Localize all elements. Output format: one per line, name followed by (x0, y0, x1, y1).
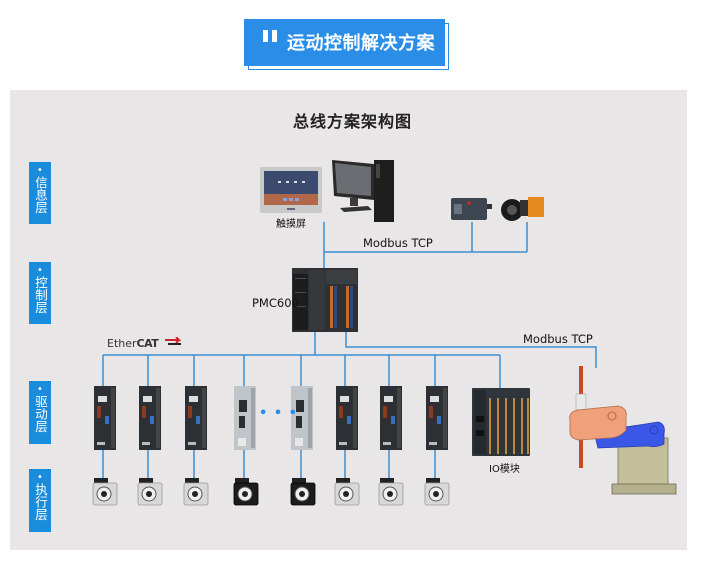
servo-motor-silver (136, 478, 164, 510)
layer-label-info: • 信息层 (29, 162, 51, 224)
io-module (472, 388, 530, 456)
ethercat-logo: EtherCAT (107, 336, 183, 350)
servo-drive-dark (426, 386, 448, 454)
touchscreen-hmi (260, 167, 322, 213)
header-badge: 运动控制解决方案 (244, 19, 445, 66)
scara-robot (569, 366, 677, 495)
upper-bus-label: Modbus TCP (363, 236, 433, 250)
servo-drive-dark (336, 386, 358, 454)
drive-drop-lines (102, 355, 501, 388)
page-title: 运动控制解决方案 (287, 33, 435, 54)
industrial-camera (501, 197, 544, 221)
servo-motor-black (289, 478, 317, 510)
robot-bus-label: Modbus TCP (523, 332, 593, 346)
motor-lines (102, 449, 436, 480)
servo-motor-silver (377, 478, 405, 510)
touchscreen-label: 触摸屏 (276, 219, 306, 230)
quote-mark-icon (263, 30, 277, 42)
drives-ellipsis: • • • (259, 406, 298, 421)
upper-bus-line (323, 222, 528, 268)
pmc600-controller (292, 268, 358, 332)
servo-motor-silver (423, 478, 451, 510)
servo-drive-dark (139, 386, 161, 454)
servo-motor-silver (333, 478, 361, 510)
layer-label-drive: • 驱动层 (29, 381, 51, 444)
controller-label: PMC600 (252, 296, 299, 310)
servo-motor-silver (91, 478, 119, 510)
robot-bus-line (345, 330, 597, 368)
servo-drive-dark (185, 386, 207, 454)
servo-drive-dark (380, 386, 402, 454)
desktop-computer (332, 160, 394, 222)
barcode-reader (451, 198, 492, 220)
diagram-title: 总线方案架构图 (292, 112, 412, 131)
servo-drive-dark (94, 386, 116, 454)
layer-label-control: • 控制层 (29, 262, 51, 324)
servo-motor-silver (182, 478, 210, 510)
servo-motor-black (232, 478, 260, 510)
ethercat-arrows-icon (164, 336, 182, 345)
servo-drive-light (234, 386, 256, 454)
servo-drive-light (291, 386, 313, 454)
layer-label-execution: • 执行层 (29, 469, 51, 532)
io-module-label: IO模块 (489, 464, 520, 475)
